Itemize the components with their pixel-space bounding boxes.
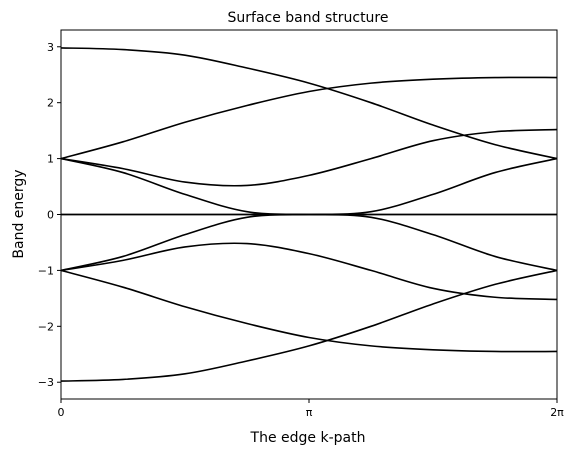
y-tick-label: −2 <box>38 320 54 333</box>
x-tick-label: π <box>306 406 313 419</box>
band-line-1 <box>60 157 557 216</box>
band-line-5 <box>60 128 558 187</box>
y-tick-label: 0 <box>47 209 54 222</box>
x-tick-label: 0 <box>58 406 65 419</box>
band-line-2 <box>60 157 558 216</box>
y-axis-label: Band energy <box>11 169 27 258</box>
chart-title: Surface band structure <box>228 10 389 26</box>
band-line-10 <box>60 269 558 382</box>
y-tick-label: −1 <box>38 264 54 277</box>
plot-frame <box>60 29 558 400</box>
series-layer <box>60 47 558 382</box>
axis-layer: 0 π 2π −3 −2 −1 0 1 2 3 <box>38 41 564 419</box>
y-tick-label: −3 <box>38 376 54 389</box>
x-tick-label: 2π <box>550 406 564 419</box>
x-axis-label: The edge k-path <box>250 430 366 446</box>
band-line-3 <box>60 213 557 272</box>
band-line-6 <box>60 76 558 160</box>
band-line-9 <box>60 269 558 353</box>
band-line-7 <box>60 47 558 160</box>
band-line-4 <box>60 213 558 272</box>
y-tick-label: 3 <box>47 41 54 54</box>
band-line-8 <box>60 242 558 301</box>
y-tick-label: 1 <box>47 153 54 166</box>
y-tick-label: 2 <box>47 97 54 110</box>
